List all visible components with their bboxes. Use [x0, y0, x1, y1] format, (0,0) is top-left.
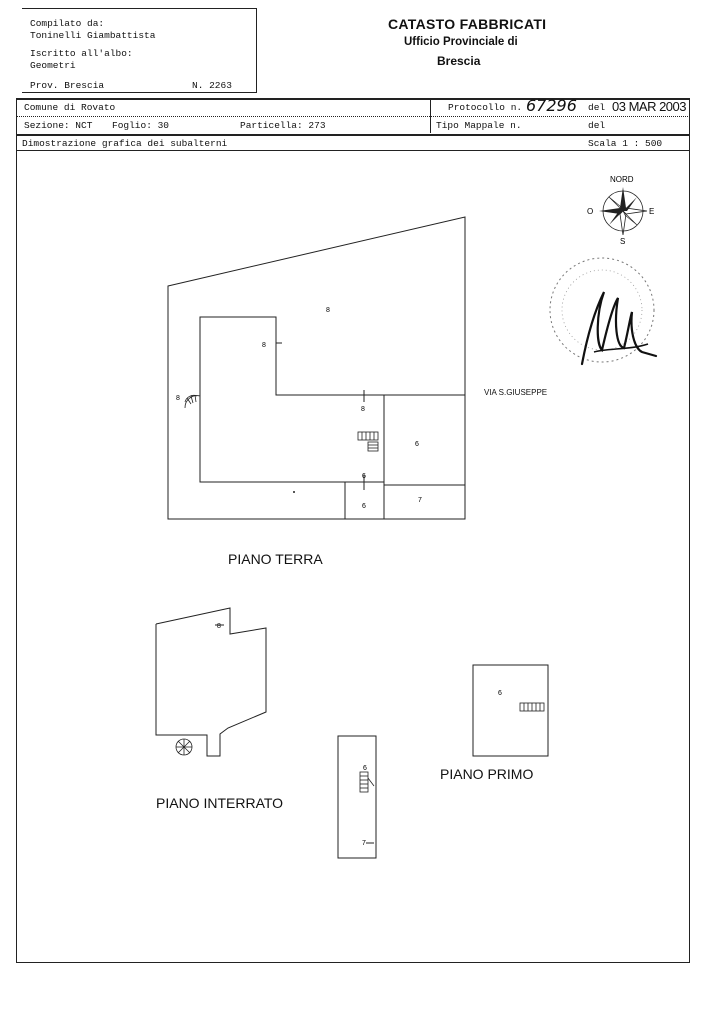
floor-label-terra: PIANO TERRA — [228, 551, 323, 567]
spiral-stair-icon — [175, 738, 193, 756]
street-label: VIA S.GIUSEPPE — [484, 388, 548, 397]
plan-piano-primo: 6 — [472, 664, 549, 757]
compass-rose-icon: NORD E S O — [587, 175, 654, 246]
sub-terra-tick-left: 8 — [262, 342, 266, 349]
section-bar-bottom-rule — [16, 150, 690, 151]
province-label: Prov. Brescia — [30, 80, 105, 91]
tipo-mappale: Tipo Mappale n. — [436, 120, 522, 131]
frame-bottom — [16, 962, 690, 963]
protocol-label: Protocollo n. — [448, 102, 523, 113]
compiled-by-label: Compilato da: — [30, 18, 105, 29]
floor-label-primo: PIANO PRIMO — [440, 766, 534, 782]
sub-terra-stair: 8 — [176, 395, 180, 402]
inner-building-outline — [199, 316, 384, 483]
lot-boundary — [167, 216, 466, 520]
office-subtitle: Ufficio Provinciale di — [404, 36, 518, 48]
sub-terra-bottom: 6 — [362, 503, 366, 510]
info-top-rule — [16, 98, 690, 100]
floor-label-interrato: PIANO INTERRATO — [156, 795, 284, 811]
sub-terra-mid: 8 — [361, 406, 365, 413]
sezione: Sezione: NCT — [24, 120, 93, 131]
sub-stair-bottom: 7 — [362, 840, 366, 847]
sub-terra-big: 8 — [326, 307, 330, 314]
surveyor-seal-signature-icon — [549, 257, 658, 366]
staircase-icon — [519, 702, 545, 712]
office-title: CATASTO FABBRICATI — [388, 16, 547, 32]
protocol-box — [430, 98, 689, 133]
foglio: Foglio: 30 — [112, 120, 170, 131]
registered-value: Geometri — [30, 60, 76, 71]
info-bottom-rule — [16, 134, 690, 136]
office-city: Brescia — [437, 54, 481, 68]
compass-north: NORD — [610, 175, 634, 184]
staircase-icon — [357, 431, 379, 452]
plan-piano-interrato: 8 — [155, 607, 267, 757]
protocol-number: 67296 — [526, 96, 577, 115]
frame-right — [689, 98, 690, 962]
sub-primo-room: 6 — [498, 690, 502, 697]
register-number: N. 2263 — [192, 80, 232, 91]
tipo-mappale-del: del — [588, 120, 606, 131]
plan-stair-section: 6 7 — [337, 735, 377, 859]
header-top-rule — [22, 8, 256, 9]
info-row-divider — [16, 116, 690, 117]
comune: Comune di Rovato — [24, 102, 116, 113]
spiral-stair-icon — [184, 394, 201, 409]
sub-terra-right: 6 — [415, 441, 419, 448]
sub-terra-low: 6 — [362, 473, 366, 480]
protocol-date-stamp: 03 MAR 2003 — [612, 99, 687, 114]
compass-west: O — [587, 207, 593, 216]
compass-south: S — [620, 237, 625, 246]
frame-left — [16, 98, 17, 962]
particella: Particella: 273 — [240, 120, 326, 131]
plan-piano-terra: 8 8 8 8 6 6 6 7 — [167, 216, 466, 520]
staircase-icon — [359, 771, 375, 793]
compiled-by-name: Toninelli Giambattista — [30, 30, 156, 41]
compass-east: E — [649, 207, 654, 216]
sub-stair-top: 6 — [363, 765, 367, 772]
sub-interrato-top: 8 — [217, 623, 221, 630]
scale-label: Scala 1 : 500 — [588, 138, 663, 149]
registered-label: Iscritto all'albo: — [30, 48, 133, 59]
compiler-box — [22, 8, 257, 93]
sub-terra-corner: 7 — [418, 497, 422, 504]
protocol-del-label: del — [588, 102, 606, 113]
section-title: Dimostrazione grafica dei subalterni — [22, 138, 228, 149]
